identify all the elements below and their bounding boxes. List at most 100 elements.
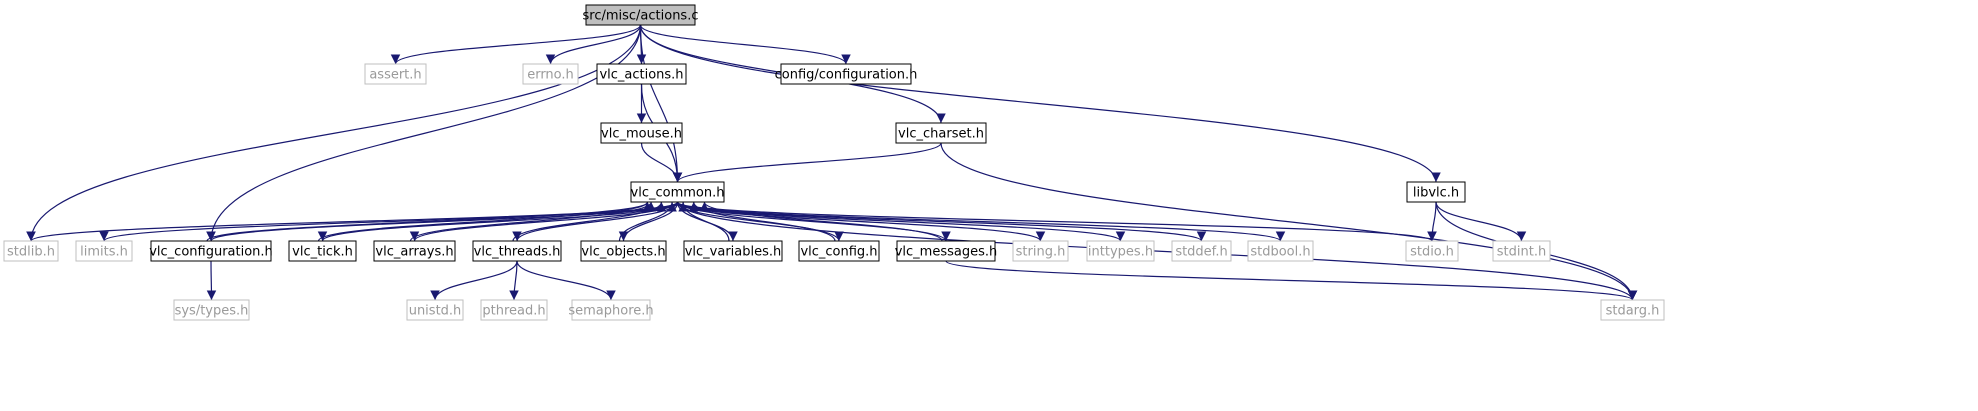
node-label: vlc_config.h bbox=[800, 245, 877, 260]
node-label: config/configuration.h bbox=[775, 68, 918, 83]
node-box bbox=[3, 240, 59, 262]
node-sys-types-h: sys/types.h bbox=[173, 299, 250, 321]
edge-vlc_objects_h-to-vlc_common_h bbox=[618, 201, 677, 242]
node-label: string.h bbox=[1016, 245, 1066, 260]
edge-actions_c-to-libvlc_h bbox=[639, 24, 1441, 183]
node-box bbox=[173, 299, 250, 321]
node-stdarg-h: stdarg.h bbox=[1600, 299, 1665, 321]
node-label: semaphore.h bbox=[568, 304, 653, 319]
node-vlc-config-h[interactable]: vlc_config.h bbox=[798, 240, 880, 262]
edge-layer bbox=[26, 24, 1638, 301]
node-box bbox=[571, 299, 651, 321]
edge-actions_c-to-vlc_common_h bbox=[639, 24, 683, 183]
node-vlc-actions-h[interactable]: vlc_actions.h bbox=[596, 63, 687, 85]
node-config-configuration-h[interactable]: config/configuration.h bbox=[775, 63, 918, 85]
edge-vlc_common_h-to-vlc_configuration_h bbox=[206, 201, 679, 242]
node-libvlc-h[interactable]: libvlc.h bbox=[1406, 181, 1466, 203]
node-label: stdio.h bbox=[1410, 245, 1454, 260]
edge-actions_c-to-errno_h bbox=[545, 24, 642, 65]
node-vlc-threads-h[interactable]: vlc_threads.h bbox=[472, 240, 562, 262]
edge-libvlc_h-to-stdio_h bbox=[1427, 201, 1437, 242]
node-vlc-charset-h[interactable]: vlc_charset.h bbox=[895, 122, 987, 144]
node-vlc-tick-h[interactable]: vlc_tick.h bbox=[288, 240, 357, 262]
edge-vlc_configuration_h-to-vlc_common_h bbox=[206, 201, 653, 242]
node-stddef-h: stddef.h bbox=[1171, 240, 1232, 262]
node-label: sys/types.h bbox=[175, 304, 249, 319]
node-label: errno.h bbox=[527, 68, 574, 83]
node-label: vlc_common.h bbox=[631, 186, 725, 201]
node-box bbox=[406, 299, 464, 321]
node-label: stdbool.h bbox=[1250, 245, 1310, 260]
node-label: stdint.h bbox=[1497, 245, 1546, 260]
node-box bbox=[895, 122, 987, 144]
node-stdint-h: stdint.h bbox=[1492, 240, 1551, 262]
node-label: vlc_threads.h bbox=[474, 245, 561, 260]
node-box bbox=[480, 299, 548, 321]
node-box bbox=[1247, 240, 1314, 262]
edge-vlc_threads_h-to-unistd_h bbox=[430, 260, 518, 301]
node-label: limits.h bbox=[80, 245, 128, 260]
node-label: stdlib.h bbox=[7, 245, 55, 260]
node-box bbox=[600, 122, 683, 144]
edge-vlc_tick_h-to-vlc_common_h bbox=[317, 201, 653, 242]
node-box bbox=[798, 240, 880, 262]
edge-vlc_mouse_h-to-vlc_common_h bbox=[640, 142, 683, 183]
node-box bbox=[683, 240, 783, 262]
node-label: vlc_configuration.h bbox=[149, 245, 273, 260]
node-box bbox=[580, 240, 667, 262]
edge-vlc_common_h-to-stdbool_h bbox=[676, 201, 1286, 242]
node-box bbox=[630, 181, 725, 203]
edge-vlc_messages_h-to-stdarg_h bbox=[945, 260, 1637, 301]
node-stdio-h: stdio.h bbox=[1405, 240, 1459, 262]
node-stdbool-h: stdbool.h bbox=[1247, 240, 1314, 262]
node-box bbox=[896, 240, 996, 262]
node-label: src/misc/actions.c bbox=[582, 9, 698, 24]
edge-actions_c-to-vlc_configuration_h bbox=[206, 24, 642, 242]
node-box bbox=[1012, 240, 1069, 262]
node-semaphore-h: semaphore.h bbox=[568, 299, 654, 321]
edge-vlc_threads_h-to-vlc_common_h bbox=[512, 201, 667, 242]
node-box bbox=[585, 4, 696, 26]
edge-vlc_variables_h-to-vlc_common_h bbox=[678, 201, 730, 242]
node-vlc-mouse-h[interactable]: vlc_mouse.h bbox=[600, 122, 683, 144]
edge-vlc_configuration_h-to-sys_types_h bbox=[206, 260, 217, 301]
node-label: vlc_tick.h bbox=[292, 245, 353, 260]
node-box bbox=[596, 63, 687, 85]
node-stdlib-h: stdlib.h bbox=[3, 240, 59, 262]
edge-actions_c-to-stdlib_h bbox=[26, 24, 642, 242]
node-box bbox=[1492, 240, 1551, 262]
node-label: unistd.h bbox=[409, 304, 462, 319]
edge-vlc_common_h-to-stdarg_h bbox=[676, 201, 1638, 301]
node-unistd-h: unistd.h bbox=[406, 299, 464, 321]
node-box bbox=[780, 63, 912, 85]
node-limits-h: limits.h bbox=[75, 240, 133, 262]
node-vlc-messages-h[interactable]: vlc_messages.h bbox=[895, 240, 998, 262]
node-vlc-arrays-h[interactable]: vlc_arrays.h bbox=[373, 240, 456, 262]
node-box bbox=[1086, 240, 1155, 262]
node-vlc-common-h[interactable]: vlc_common.h bbox=[630, 181, 725, 203]
node-box bbox=[75, 240, 133, 262]
node-src-misc-actions-c[interactable]: src/misc/actions.c bbox=[582, 4, 699, 26]
node-label: vlc_actions.h bbox=[599, 68, 683, 83]
node-box bbox=[1406, 181, 1466, 203]
node-label: vlc_objects.h bbox=[581, 245, 665, 260]
node-box bbox=[1171, 240, 1232, 262]
node-box bbox=[364, 63, 427, 85]
node-label: vlc_charset.h bbox=[898, 127, 984, 142]
node-assert-h: assert.h bbox=[364, 63, 427, 85]
node-label: vlc_mouse.h bbox=[601, 127, 682, 142]
edge-actions_c-to-assert_h bbox=[390, 24, 642, 65]
node-vlc-variables-h[interactable]: vlc_variables.h bbox=[683, 240, 783, 262]
node-box bbox=[522, 63, 579, 85]
node-label: vlc_variables.h bbox=[685, 245, 782, 260]
node-vlc-objects-h[interactable]: vlc_objects.h bbox=[580, 240, 667, 262]
node-box bbox=[1405, 240, 1459, 262]
node-inttypes-h: inttypes.h bbox=[1086, 240, 1155, 262]
node-label: pthread.h bbox=[482, 304, 545, 319]
edge-actions_c-to-config_configuration_h bbox=[639, 24, 851, 65]
node-string-h: string.h bbox=[1012, 240, 1069, 262]
node-layer: src/misc/actions.c assert.h errno.h vlc_act… bbox=[3, 4, 1665, 321]
edge-vlc_threads_h-to-pthread_h bbox=[509, 260, 519, 301]
node-vlc-configuration-h[interactable]: vlc_configuration.h bbox=[149, 240, 273, 262]
node-box bbox=[373, 240, 456, 262]
